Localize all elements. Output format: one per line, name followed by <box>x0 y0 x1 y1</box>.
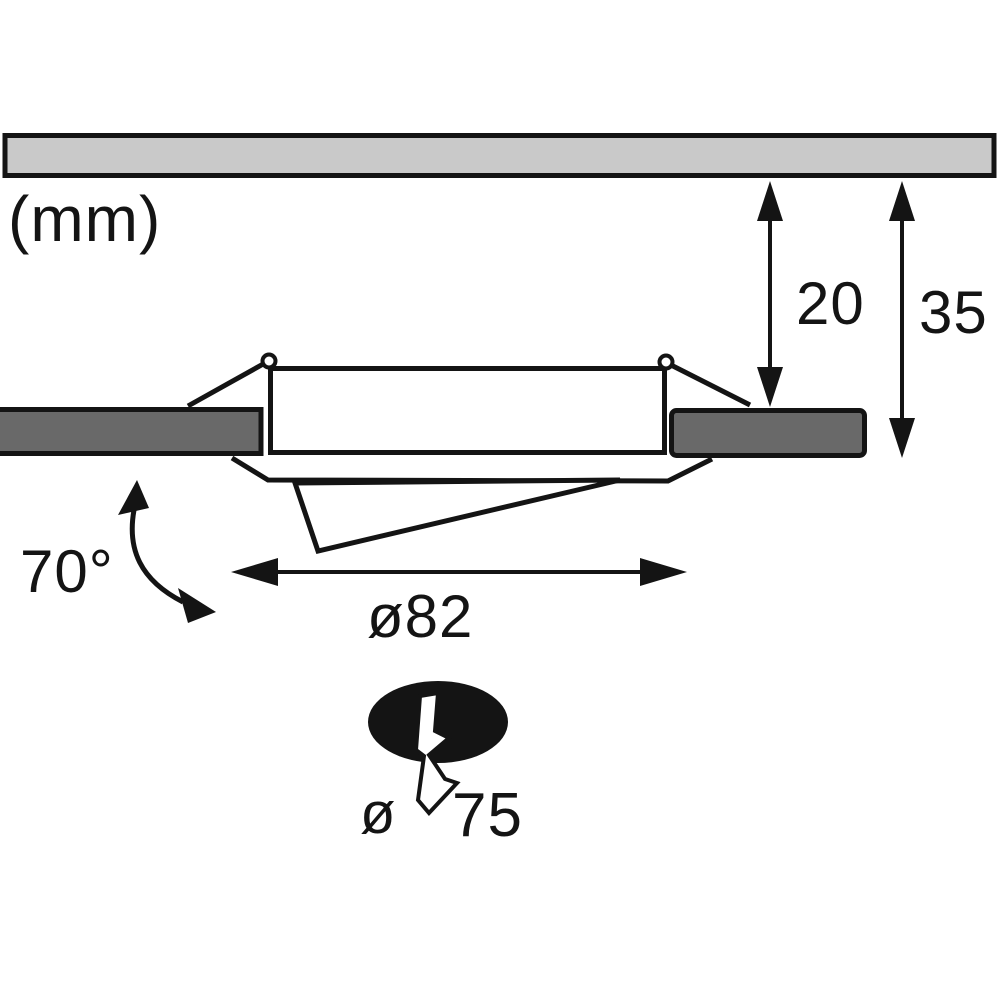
diameter-arrow-82 <box>231 558 687 586</box>
fixture-housing <box>268 366 667 455</box>
arrow-down-right-icon <box>178 588 216 623</box>
spring-clip-left <box>186 360 267 409</box>
dim-arrow-20 <box>757 181 783 407</box>
ceiling-section-left <box>0 407 264 456</box>
dim-arrow-35 <box>889 181 915 458</box>
pivot-pin-left <box>260 352 278 370</box>
arrow-up-icon <box>118 480 149 515</box>
arrow-down-icon <box>889 418 915 458</box>
dim-label-35: 35 <box>919 279 988 346</box>
ceiling-panel <box>2 133 997 178</box>
cutout-hole-ellipse-icon <box>368 681 508 763</box>
spring-clip-right <box>667 361 752 408</box>
arrow-up-icon <box>757 181 783 221</box>
arrow-down-icon <box>757 367 783 407</box>
cutout-diameter-symbol: ø <box>360 781 396 846</box>
swivel-angle-label: 70° <box>20 538 114 605</box>
ceiling-section-right <box>669 408 867 458</box>
arrow-left-icon <box>231 558 278 586</box>
pivot-pin-right <box>657 353 675 371</box>
unit-label: (mm) <box>8 183 161 255</box>
drawing-lines <box>0 133 997 817</box>
diameter-label-82: ø82 <box>367 583 473 650</box>
tilted-lamp-face <box>291 477 621 554</box>
arrow-up-icon <box>889 181 915 221</box>
dim-label-20: 20 <box>796 270 865 337</box>
arrow-right-icon <box>640 558 687 586</box>
cutout-diameter-value: 75 <box>452 781 523 850</box>
lightning-bolt-icon <box>413 690 461 817</box>
swivel-arc-arrow <box>118 480 216 623</box>
swivel-arc <box>129 509 185 605</box>
labels: (mm) 20 35 70° ø82 ø 75 <box>8 183 988 850</box>
